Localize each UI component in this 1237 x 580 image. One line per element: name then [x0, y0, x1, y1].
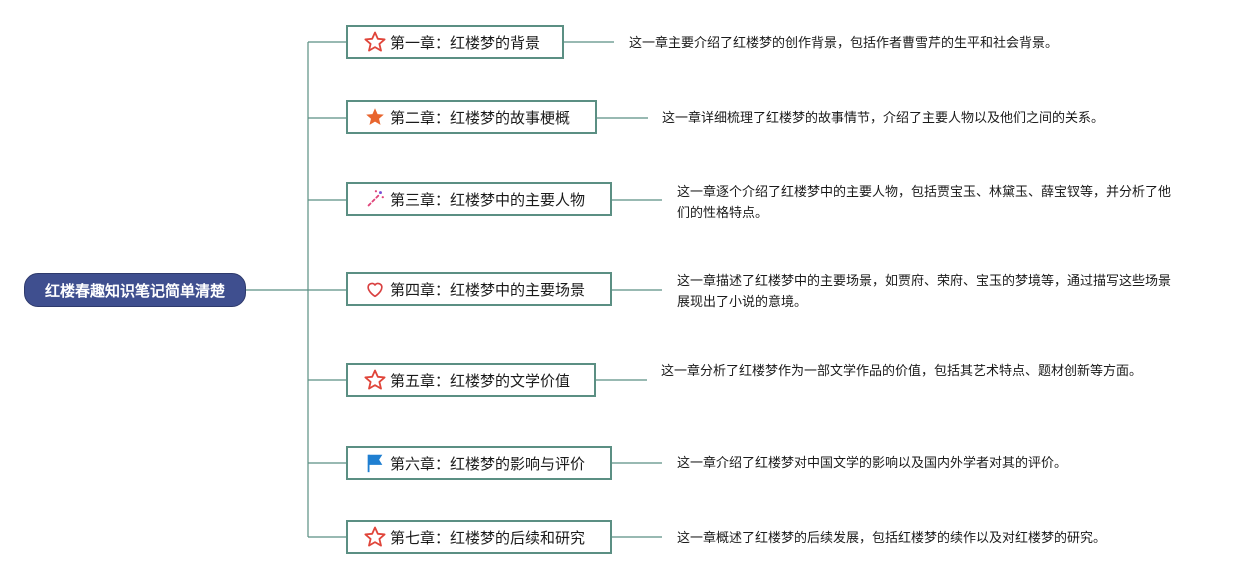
chapter-4-title: 第四章：红楼梦中的主要场景 — [390, 280, 586, 299]
chapter-3-description: 这一章逐个介绍了红楼梦中的主要人物，包括贾宝玉、林黛玉、薛宝钗等，并分析了他们的… — [677, 185, 1172, 221]
chapter-1-node[interactable]: 第一章：红楼梦的背景 — [346, 25, 564, 59]
root-topic-label: 红楼春趣知识笔记简单清楚 — [44, 281, 225, 300]
chapter-2-title: 第二章：红楼梦的故事梗概 — [390, 108, 571, 127]
star-outline-icon — [362, 29, 388, 55]
chapter-7-description: 这一章概述了红楼梦的后续发展，包括红楼梦的续作以及对红楼梦的研究。 — [677, 531, 1107, 546]
chapter-3-node[interactable]: 第三章：红楼梦中的主要人物 — [346, 182, 612, 216]
sparkle-wand-icon — [362, 186, 388, 212]
chapter-4-node[interactable]: 第四章：红楼梦中的主要场景 — [346, 272, 612, 306]
star-outline-icon — [362, 367, 388, 393]
chapter-4-description: 这一章描述了红楼梦中的主要场景，如贾府、荣府、宝玉的梦境等，通过描写这些场景展现… — [677, 274, 1172, 310]
chapter-7-title: 第七章：红楼梦的后续和研究 — [390, 528, 586, 547]
chapter-5-title: 第五章：红楼梦的文学价值 — [390, 371, 571, 390]
chapter-7-node[interactable]: 第七章：红楼梦的后续和研究 — [346, 520, 612, 554]
chapter-2-description: 这一章详细梳理了红楼梦的故事情节，介绍了主要人物以及他们之间的关系。 — [662, 111, 1105, 126]
chapter-3-title: 第三章：红楼梦中的主要人物 — [390, 190, 586, 209]
chapter-1-description: 这一章主要介绍了红楼梦的创作背景，包括作者曹雪芹的生平和社会背景。 — [629, 36, 1059, 51]
flag-icon — [362, 450, 388, 476]
root-topic[interactable]: 红楼春趣知识笔记简单清楚 — [24, 273, 246, 307]
chapter-5-description: 这一章分析了红楼梦作为一部文学作品的价值，包括其艺术特点、题材创新等方面。 — [661, 364, 1143, 379]
chapter-5-node[interactable]: 第五章：红楼梦的文学价值 — [346, 363, 596, 397]
heart-outline-icon — [362, 276, 388, 302]
chapter-6-description: 这一章介绍了红楼梦对中国文学的影响以及国内外学者对其的评价。 — [677, 456, 1068, 471]
star-outline-icon — [362, 524, 388, 550]
chapter-1-title: 第一章：红楼梦的背景 — [390, 33, 541, 52]
star-filled-icon — [362, 104, 388, 130]
chapter-6-node[interactable]: 第六章：红楼梦的影响与评价 — [346, 446, 612, 480]
chapter-2-node[interactable]: 第二章：红楼梦的故事梗概 — [346, 100, 597, 134]
chapter-6-title: 第六章：红楼梦的影响与评价 — [390, 454, 586, 473]
